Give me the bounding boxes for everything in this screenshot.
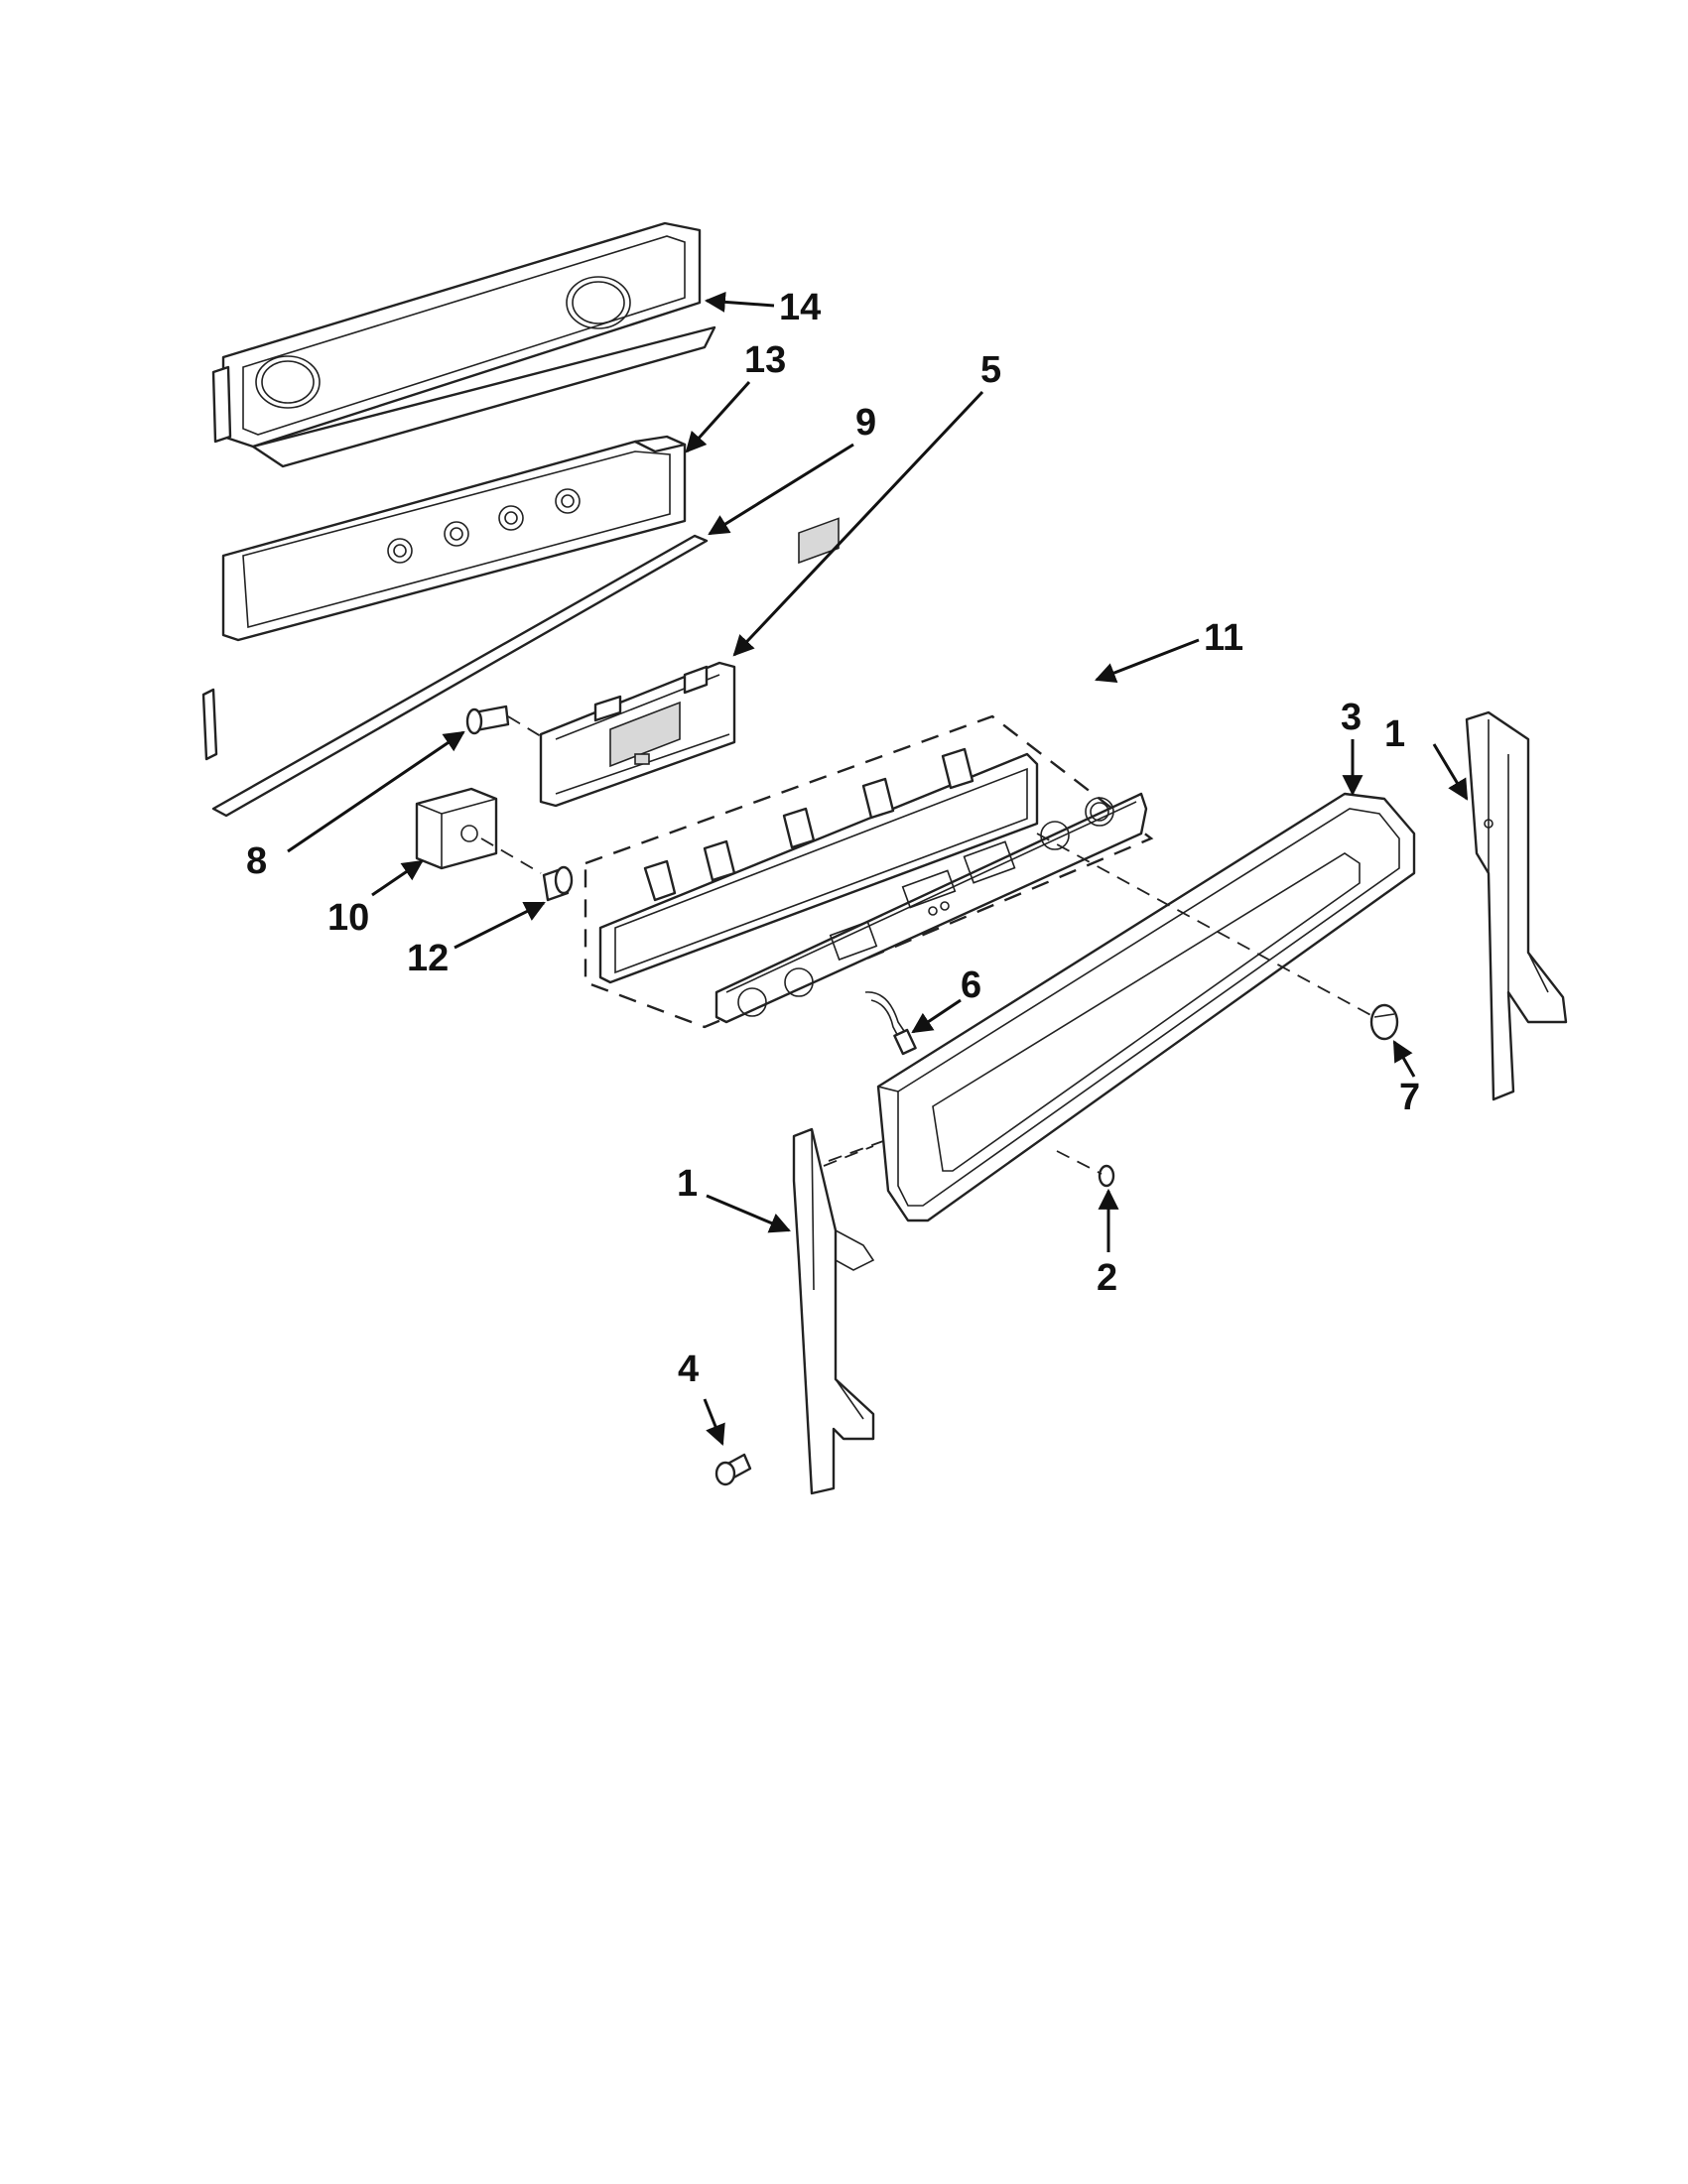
callout-12: 12	[407, 938, 449, 979]
callout-11: 11	[1204, 617, 1243, 659]
part-12-screw	[542, 865, 574, 902]
callout-2: 2	[1097, 1257, 1117, 1299]
part-11-console-assembly	[584, 517, 1154, 1029]
part-13-control-bracket	[201, 435, 687, 761]
leader-1r	[1432, 743, 1469, 801]
callout-1-left: 1	[677, 1163, 698, 1205]
callout-5: 5	[980, 349, 1001, 391]
leader-14	[704, 291, 775, 313]
leader-8	[287, 730, 465, 853]
leader-4	[703, 1398, 725, 1446]
callout-1-right: 1	[1384, 713, 1405, 755]
part-1-left-end-cap	[792, 1127, 875, 1495]
leader-9	[708, 443, 854, 536]
leader-12	[454, 901, 546, 950]
leader-13	[685, 380, 751, 453]
leader-lines	[287, 291, 1469, 1446]
callout-14: 14	[779, 287, 821, 328]
callout-7: 7	[1399, 1077, 1420, 1118]
leader-5	[732, 390, 984, 657]
callout-6: 6	[961, 964, 981, 1006]
part-8-screw	[465, 705, 542, 737]
leader-10	[371, 859, 424, 897]
leader-1l	[706, 1194, 791, 1233]
leader-7	[1392, 1040, 1416, 1078]
part-3-console-trim	[828, 792, 1416, 1222]
part-14-rear-shield	[211, 221, 716, 468]
part-10-switch	[415, 787, 542, 874]
callout-9: 9	[855, 402, 876, 444]
callout-3: 3	[1341, 697, 1362, 738]
callout-labels: 14 13 9 5 11 3 1 8 10 12 6 7 1 2 4	[246, 287, 1420, 1390]
part-2-screw	[1056, 1150, 1115, 1188]
callout-10: 10	[327, 897, 369, 939]
part-6-wire-harness	[864, 991, 917, 1056]
leader-11	[1095, 638, 1200, 683]
leader-6	[911, 998, 962, 1034]
callout-13: 13	[744, 339, 786, 381]
part-4-screw	[714, 1453, 752, 1486]
part-5-control-board	[539, 661, 736, 808]
part-1-right-end-cap	[1465, 710, 1568, 1101]
part-9-strip	[211, 534, 709, 818]
callout-8: 8	[246, 840, 267, 882]
part-7-knob	[1369, 1003, 1399, 1041]
callout-4: 4	[678, 1349, 699, 1390]
